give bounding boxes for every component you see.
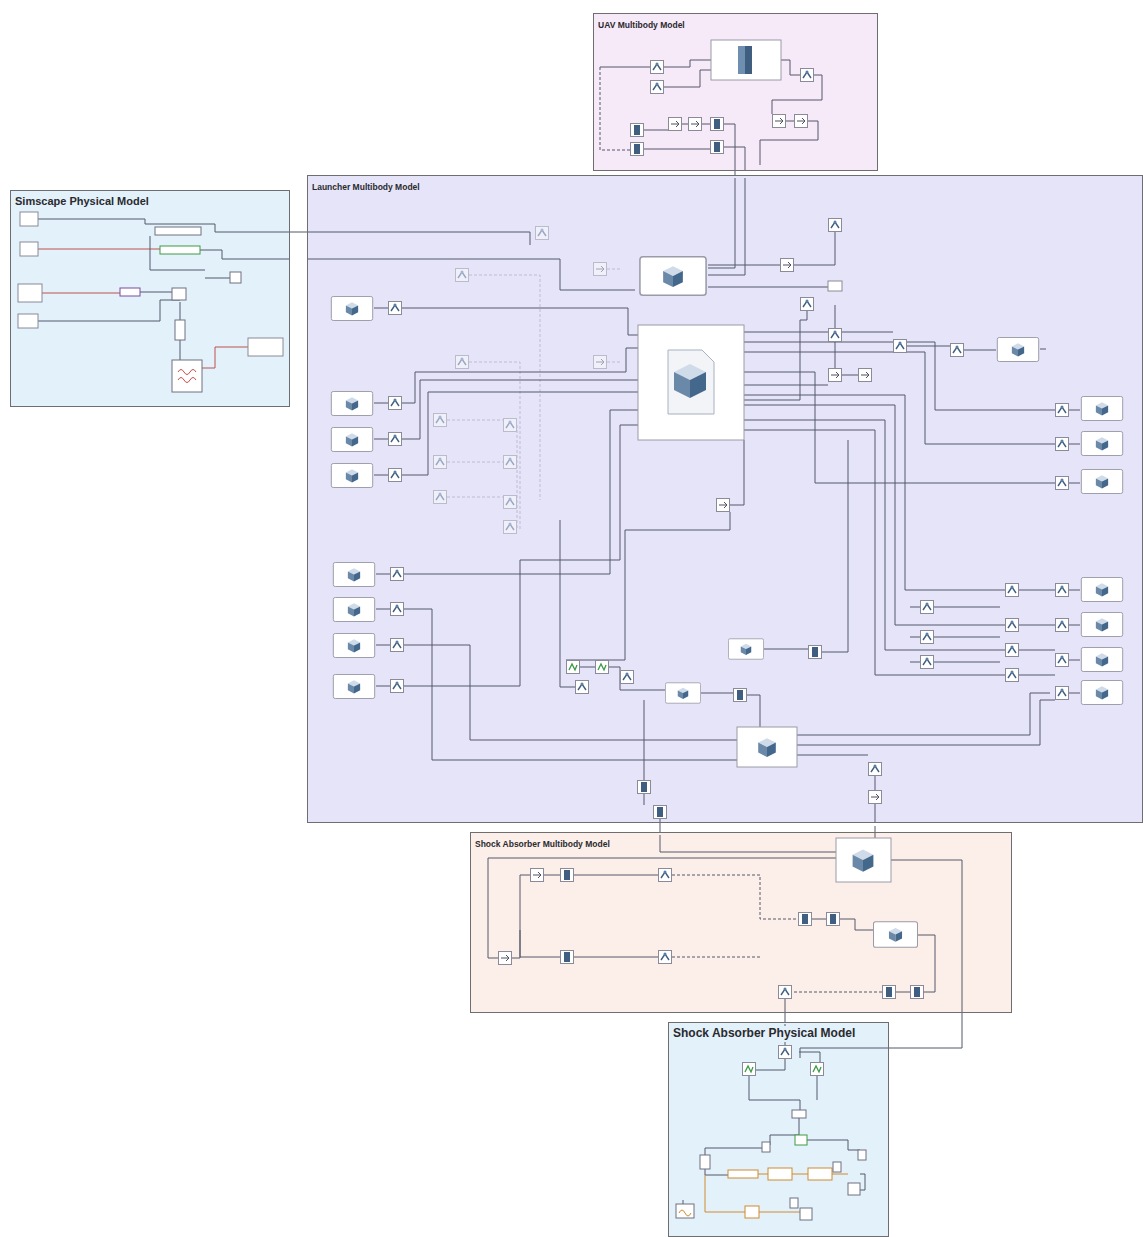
area-title: Shock Absorber Multibody Model <box>472 839 613 851</box>
connection-path <box>290 232 307 233</box>
connection-line <box>290 232 307 233</box>
connection-line <box>785 1013 786 1022</box>
area-title: Shock Absorber Physical Model <box>670 1026 858 1042</box>
subsystem-area: Launcher Multibody Model <box>307 175 1143 823</box>
simscape-blocks <box>18 212 283 392</box>
area-title: UAV Multibody Model <box>595 20 688 32</box>
subsystem-area: Simscape Physical Model <box>10 190 290 407</box>
shock-physical-wires <box>683 1024 865 1212</box>
shock-multibody-blocks <box>499 838 924 999</box>
subsystem-area: Shock Absorber Multibody Model <box>470 832 1012 1013</box>
area-title: Launcher Multibody Model <box>309 182 423 194</box>
connection-path <box>660 823 661 832</box>
shock-physical-blocks <box>676 1046 866 1221</box>
subsystem-area: UAV Multibody Model <box>593 13 878 171</box>
uav-blocks <box>631 40 814 156</box>
connection-line <box>660 823 661 832</box>
simscape-wires <box>38 219 635 368</box>
subsystem-area: Shock Absorber Physical Model <box>668 1022 889 1237</box>
connection-path <box>785 1013 786 1022</box>
shock-multibody-wires <box>488 826 962 1058</box>
area-title: Simscape Physical Model <box>12 194 152 209</box>
launcher-wires <box>374 178 1080 823</box>
launcher-blocks <box>331 219 1122 819</box>
